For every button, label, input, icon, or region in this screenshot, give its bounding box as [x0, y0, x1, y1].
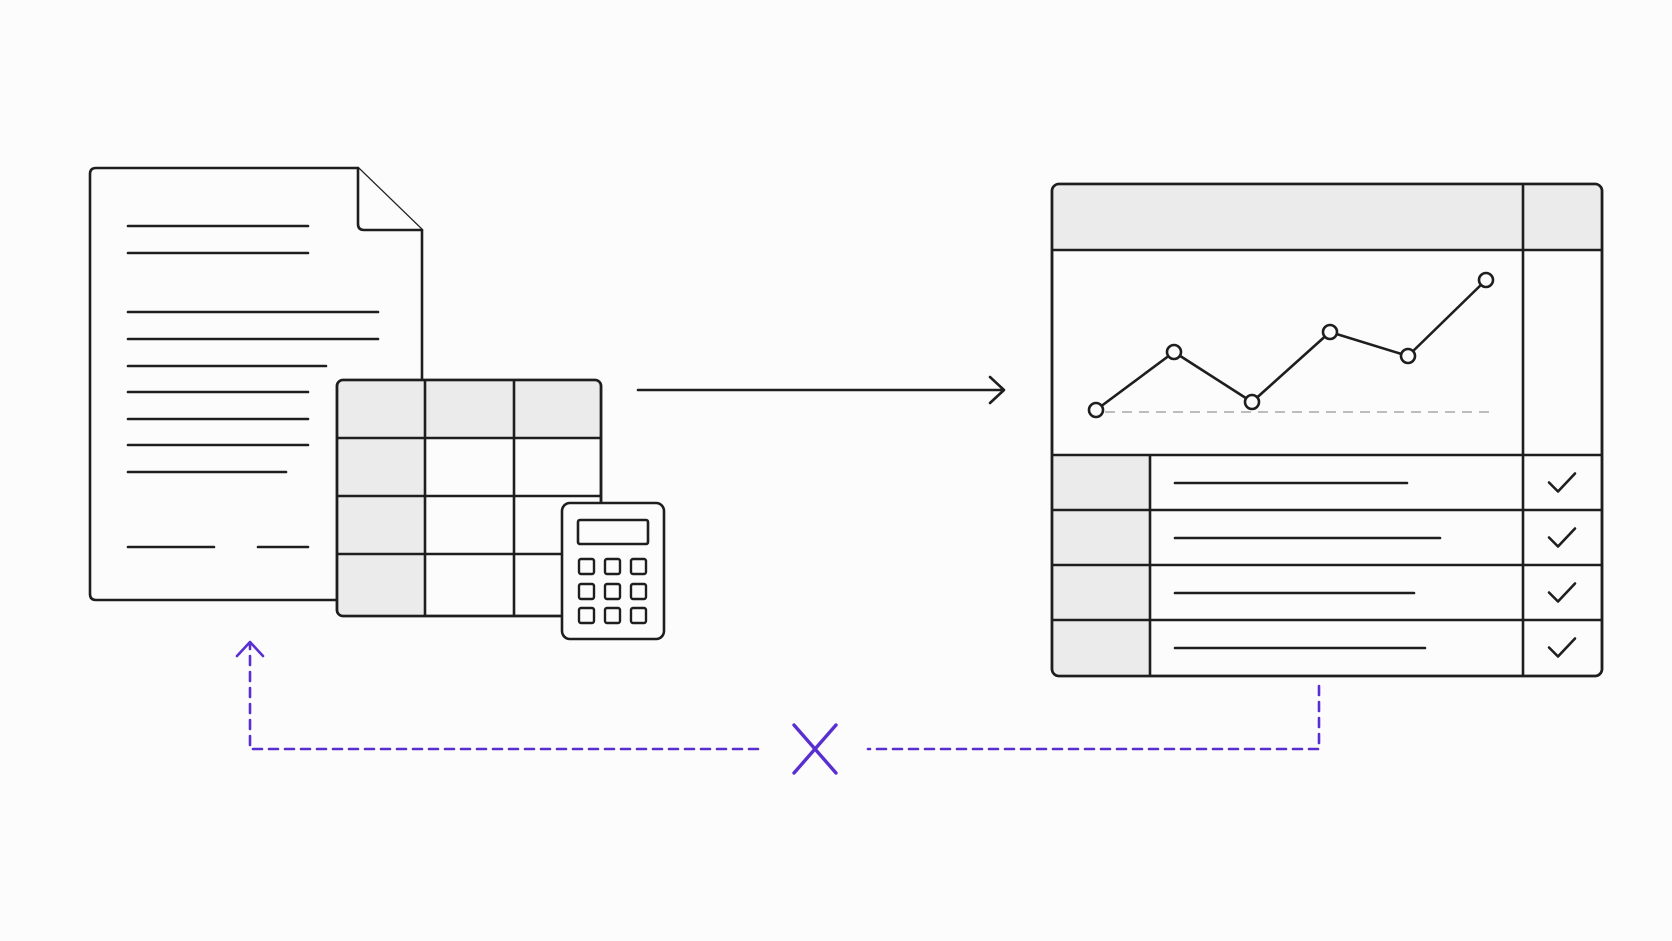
calculator-display	[576, 518, 650, 546]
return-path-dashed-line-right	[866, 684, 1321, 751]
arrow-up-icon	[235, 640, 265, 658]
chart-point	[1165, 343, 1183, 361]
dashboard-icon	[1050, 182, 1604, 678]
spreadsheet-row-header-cells	[338, 438, 426, 615]
cross-icon	[792, 723, 838, 775]
checkmark-icon	[1547, 527, 1577, 548]
spreadsheet-icon	[335, 378, 603, 618]
checkmark-icon	[1547, 472, 1577, 493]
dashboard-row-text-lines	[1173, 481, 1442, 650]
spreadsheet-header-cells	[338, 381, 600, 438]
return-path-dashed-line-left	[248, 643, 760, 751]
dashboard-header-bar	[1053, 185, 1601, 250]
dashboard-grid	[1052, 184, 1602, 676]
document-text-lines	[126, 224, 380, 549]
calculator-icon	[560, 501, 666, 641]
row-check-column	[1547, 472, 1577, 658]
calculator-keys	[577, 557, 648, 625]
chart-series-line	[1095, 279, 1487, 412]
chart-point	[1477, 271, 1495, 289]
trend-line-chart	[1087, 271, 1495, 419]
spreadsheet-grid	[337, 380, 601, 616]
dashboard-row-label-cells	[1053, 455, 1151, 675]
chart-point	[1087, 401, 1105, 419]
checkmark-icon	[1547, 637, 1577, 658]
arrow-right-icon	[636, 375, 1006, 405]
chart-point	[1243, 393, 1261, 411]
chart-point	[1321, 323, 1339, 341]
checkmark-icon	[1547, 582, 1577, 603]
return-path	[235, 640, 1321, 775]
chart-point	[1399, 347, 1417, 365]
